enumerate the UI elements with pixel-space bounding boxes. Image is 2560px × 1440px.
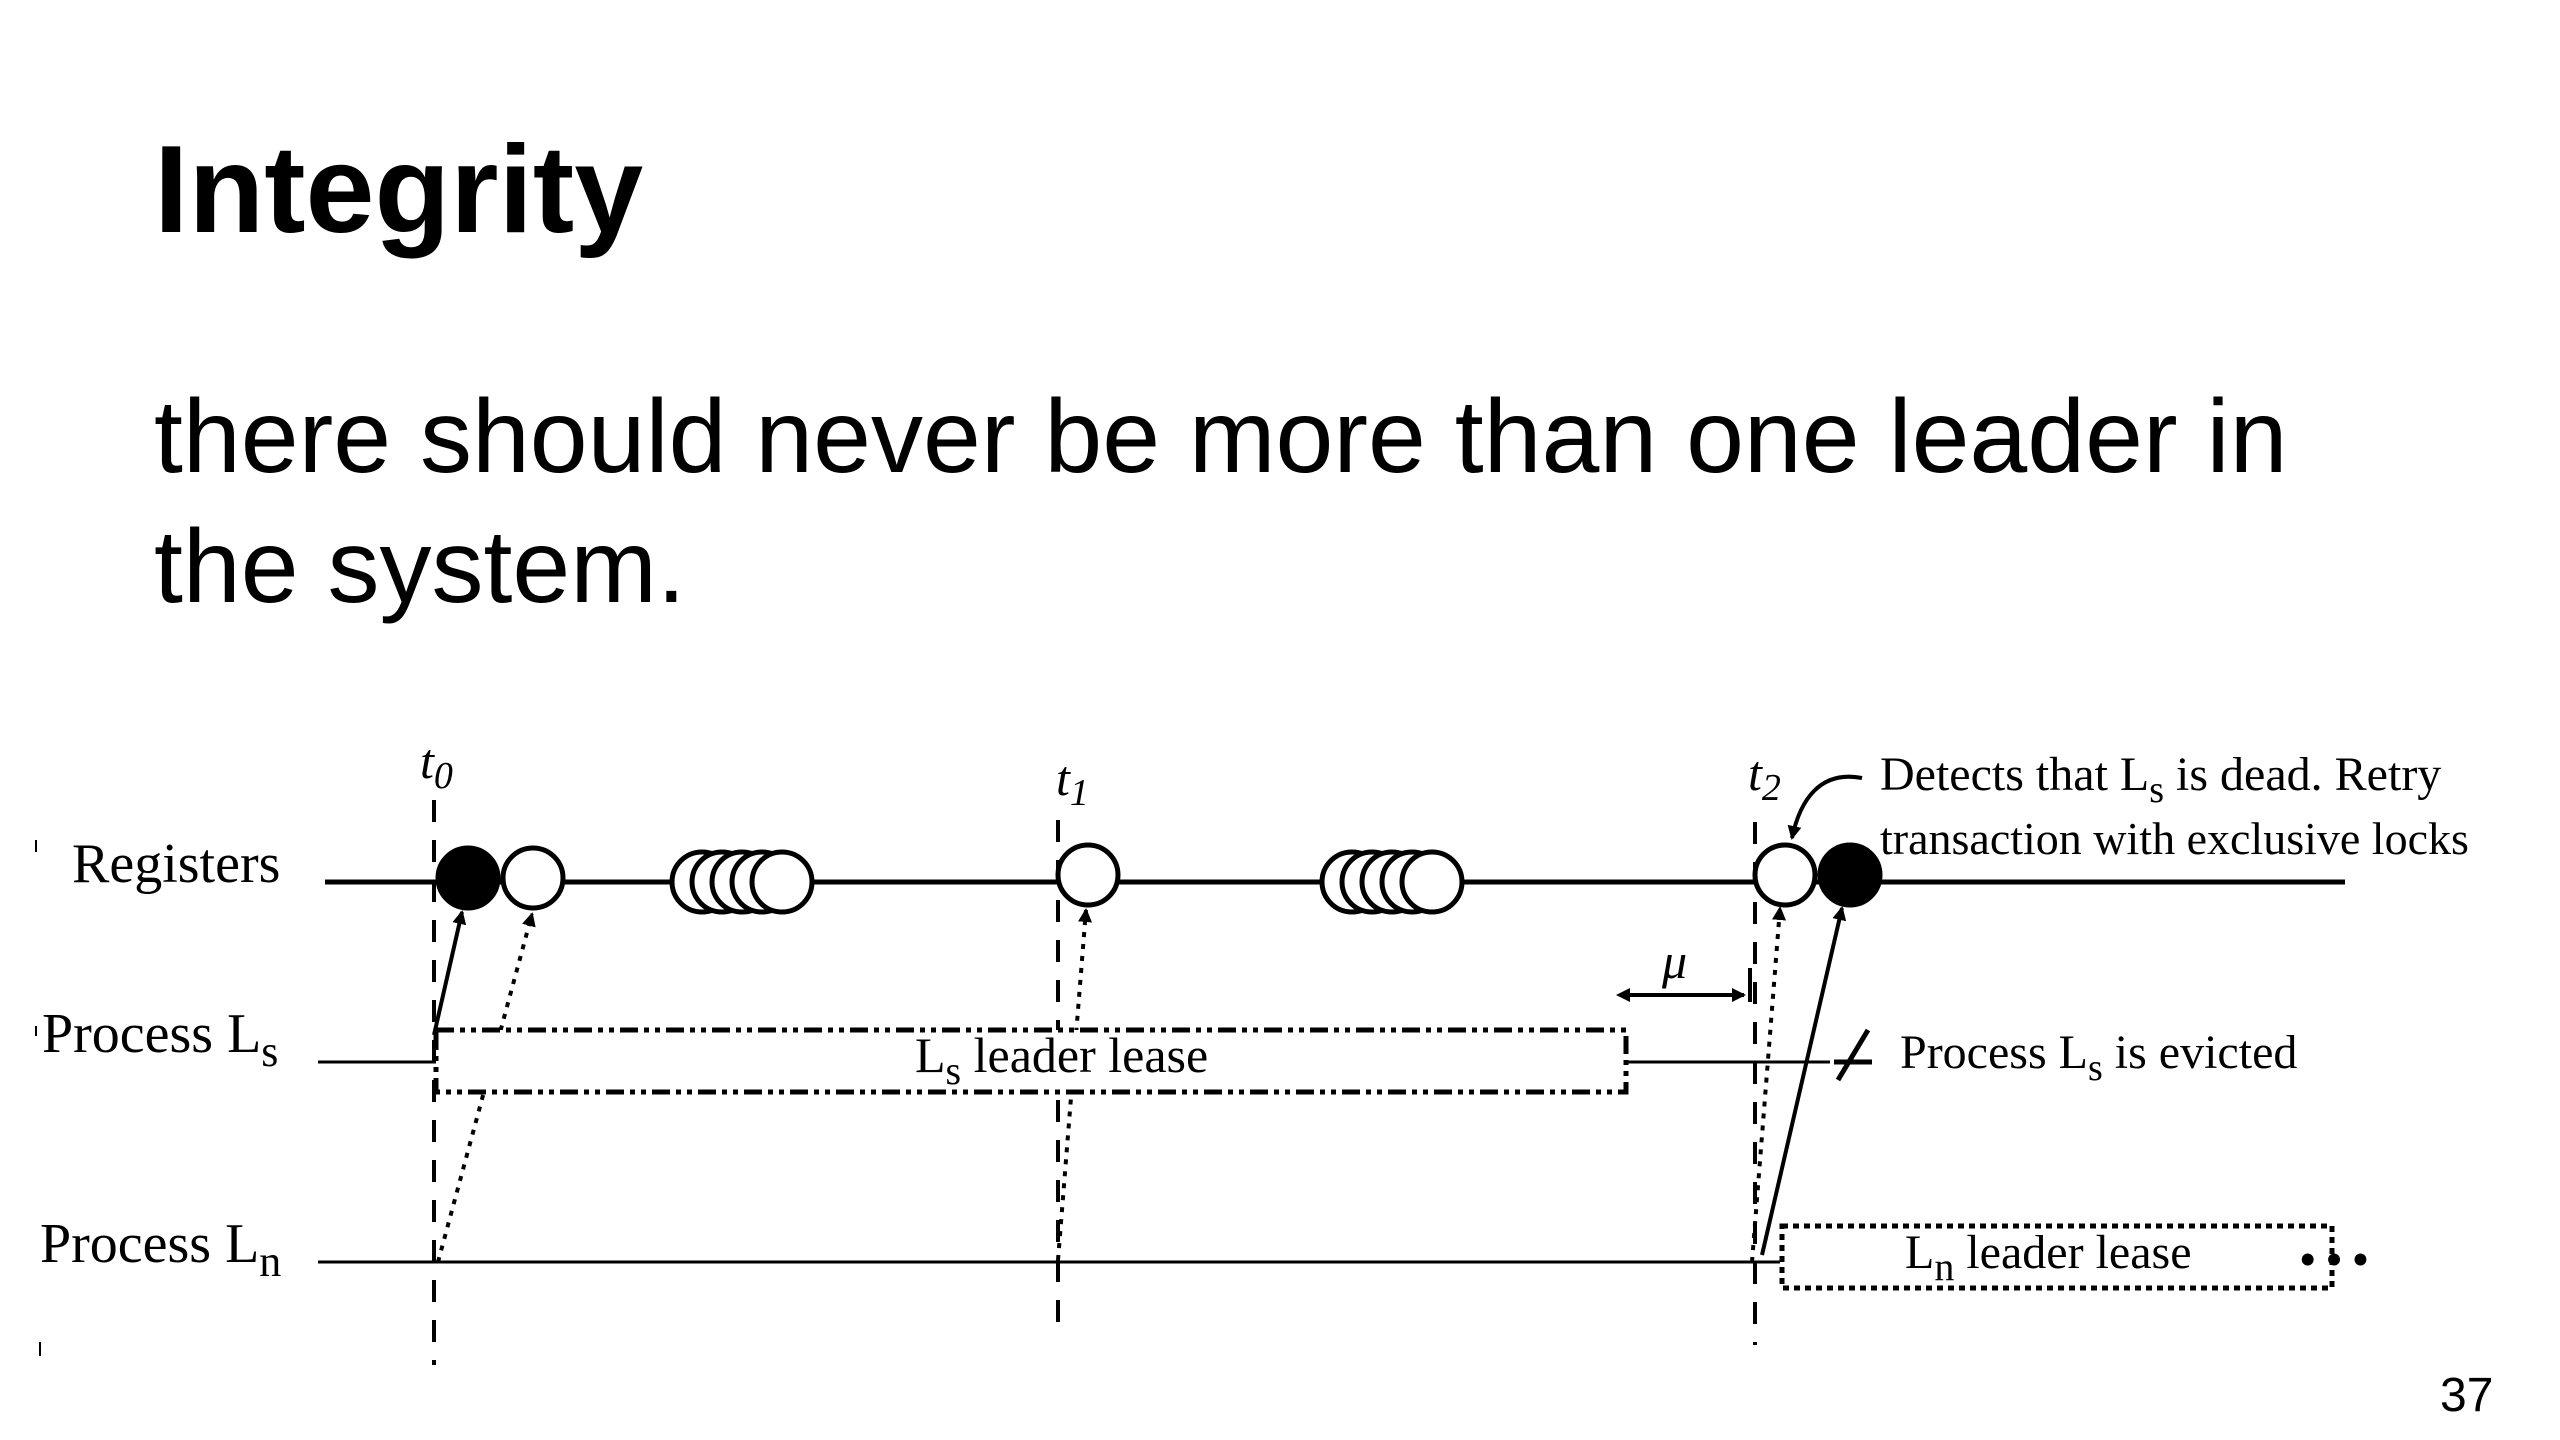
register-event-filled	[1817, 842, 1883, 908]
time-label-t2: t2	[1748, 745, 1781, 809]
arrow-solid	[432, 910, 467, 1036]
time-label-t1: t1	[1056, 750, 1089, 814]
mu-label: μ	[1661, 933, 1687, 989]
edge-marks	[35, 840, 41, 1356]
ls-leader-lease-label: Ls leader lease	[915, 1027, 1208, 1093]
row-label-process-s: Process Ls	[42, 1003, 278, 1076]
row-label-registers: Registers	[72, 833, 280, 895]
page-number: 37	[2440, 1369, 2494, 1422]
register-events	[435, 842, 1883, 915]
arrow-curved	[1787, 774, 1863, 840]
arrows	[432, 774, 1863, 1263]
ellipsis: • • •	[2300, 1235, 2368, 1284]
register-event-group	[669, 849, 815, 915]
time-label-t0: t0	[420, 733, 453, 797]
register-event-filled	[435, 845, 501, 911]
register-event-empty	[500, 845, 566, 911]
annotation-dead-line1: Detects that Ls is dead. Retry	[1880, 748, 2441, 811]
ln-leader-lease-label: Ln leader lease	[1905, 1226, 2192, 1289]
arrow-solid	[1760, 906, 1847, 1256]
annotation-evicted: Process Ls is evicted	[1900, 1026, 2297, 1089]
register-event-group	[1319, 849, 1465, 915]
register-event-empty	[1055, 842, 1121, 908]
arrow-dotted	[1056, 908, 1093, 1261]
ls-leader-lease-box	[433, 1027, 1629, 1095]
eviction-cross	[1834, 1028, 1872, 1082]
slide-title: Integrity	[154, 121, 644, 259]
register-event-empty	[1752, 842, 1818, 908]
annotation-dead-line2: transaction with exclusive locks	[1880, 813, 2469, 864]
slide-body-text: there should never be more than one lead…	[154, 379, 2288, 625]
row-label-process-n: Process Ln	[40, 1213, 281, 1286]
ln-leader-lease-box	[1779, 1223, 2335, 1291]
